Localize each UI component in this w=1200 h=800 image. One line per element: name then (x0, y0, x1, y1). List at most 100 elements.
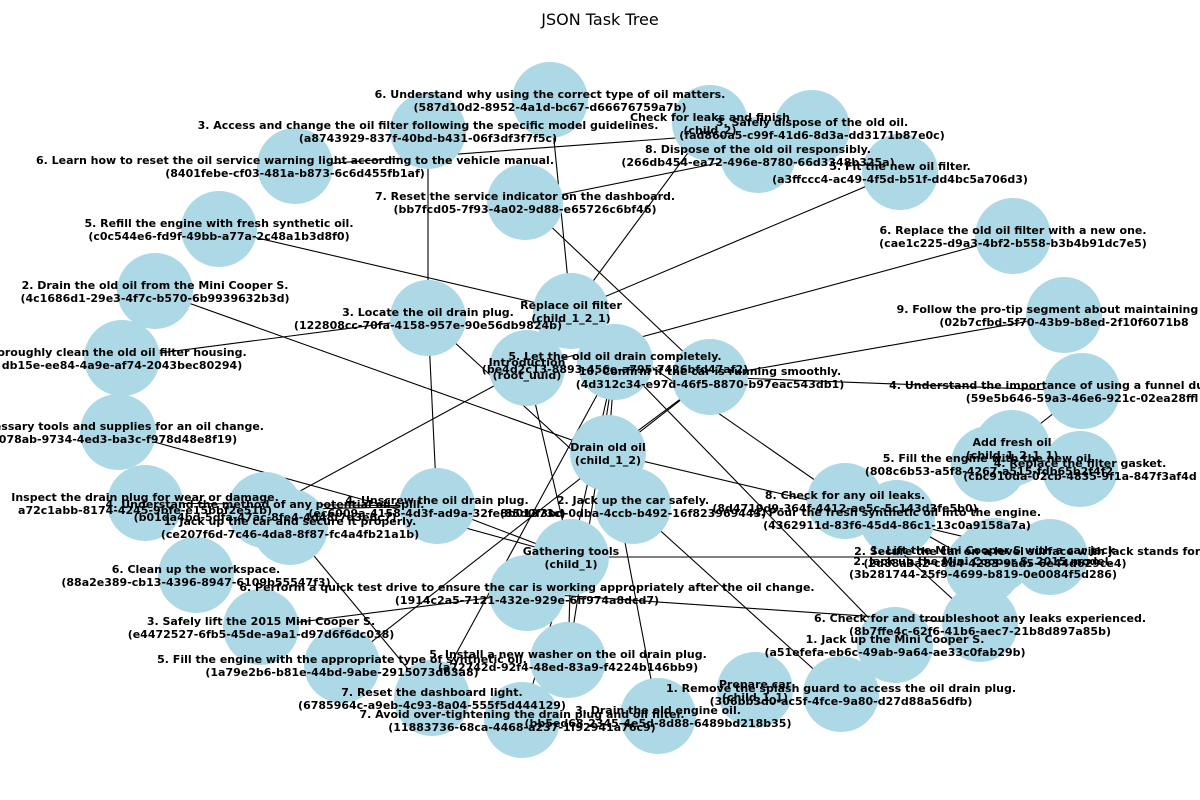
node-n_a5 (257, 128, 333, 204)
node-label-line1: 6. Learn how to reset the oil service wa… (36, 154, 554, 167)
node-label-line1: necessary tools and supplies for an oil … (0, 420, 264, 433)
node-label-line2: (306bb3d0-ac5f-4fce-9a80-d27d88a56dfb) (710, 695, 973, 708)
node-n_a1 (512, 62, 588, 138)
node-label-line1: 1. Jack up the car and secure it properl… (164, 515, 417, 528)
node-label-n_a29: 2. Jack up the Mini Cooper S, 2015 model… (849, 555, 1117, 581)
graph-labels: Introduction(root_uuid)Gathering tools(c… (0, 88, 1200, 734)
node-label-n_gather: Gathering tools(child_1) (523, 545, 620, 571)
node-label-line1: 3. Access and change the oil filter foll… (198, 119, 659, 132)
node-n_a33 (942, 586, 1018, 662)
edge-n_a11-n_a13 (121, 317, 429, 359)
node-label-line2: (1914c2a5-7121-432e-929e-6ff974a8dcd7) (395, 594, 659, 607)
node-label-line1: 6. Replace the old oil filter with a new… (879, 224, 1146, 237)
node-label-line2: (a3ffccc4-ac49-4f5d-b51f-dd4bc5a706d3) (772, 173, 1028, 186)
edge-n_replace-n_a6 (570, 171, 901, 312)
node-n_a7 (487, 164, 563, 240)
node-label-line2: (bb5ed68-2345-4e5d-8d88-6489bd218b35) (525, 717, 792, 730)
chart-title: JSON Task Tree (541, 10, 659, 29)
node-label-n_root: Introduction(root_uuid) (489, 356, 566, 382)
node-label-line2: (88a2e389-cb13-4396-8947-6109b55547f3) (61, 576, 330, 589)
node-label-line2: (266db454-ea72-496e-8780-66d3348b325a) (621, 156, 894, 169)
node-n_a36 (304, 627, 380, 703)
node-label-line1: 3. Drain the old engine oil. (575, 704, 741, 717)
node-label-n_a16: 4. Understand the importance of using a … (889, 379, 1200, 405)
node-n_a17 (80, 394, 156, 470)
edge-n_a7-n_a4 (524, 154, 759, 203)
node-label-line1: 8. Dispose of the old oil responsibly. (645, 143, 871, 156)
edge-n_a31-n_a32 (260, 592, 528, 628)
node-n_a14 (577, 324, 653, 400)
node-label-line2: (ce207f6d-7c46-4da8-8f87-fc4a4fb21a1b) (161, 528, 419, 541)
node-label-n_a27: 1. Lift the Mini Cooper S with a car jac… (863, 544, 1126, 570)
node-label-n_a10: 2. Drain the old oil from the Mini Coope… (20, 279, 289, 305)
node-label-line2: (child_1_1) (722, 691, 788, 704)
node-label-line2: (122808cc-70fa-4158-957e-90e56db9824b) (294, 319, 562, 332)
node-label-line2: (11883736-68ca-4468-a237-1f92941a76c9) (388, 721, 655, 734)
node-label-line1: 4. Replace the filter gasket. (994, 457, 1167, 470)
node-label-line1: 5. Install a new washer on the oil drain… (429, 648, 707, 661)
node-n_a32 (223, 589, 299, 665)
node-n_a4 (720, 117, 796, 193)
node-label-line1: Gathering tools (523, 545, 620, 558)
node-label-n_a4: 8. Dispose of the old oil responsibly.(2… (621, 143, 894, 169)
node-label-line1: 8. Check for any oil leaks. (765, 489, 925, 502)
edge-n_a10-n_drain (154, 290, 609, 454)
node-n_a2 (390, 93, 466, 169)
node-n_a31 (489, 555, 565, 631)
node-n_a6 (862, 134, 938, 210)
node-label-n_a22: 4. Unscrew the oil drain plug.(ec6009a-4… (309, 494, 566, 520)
node-label-n_a1: 6. Understand why using the correct type… (375, 88, 726, 114)
node-label-n_a37: 1. Remove the splash guard to access the… (666, 682, 1016, 708)
node-label-n_prepare: Prepare car(child_1_1) (719, 678, 792, 704)
node-label-line2: (be4d2c13-8893-456e-a795-7426bfd47af2) (482, 363, 748, 376)
node-label-n_a36: 5. Fill the engine with the appropriate … (157, 653, 527, 679)
node-label-line2: (2d88a3a2-c8d4-4283-9ad5-6e44d629ce4) (863, 557, 1126, 570)
node-n_a29 (945, 529, 1021, 605)
node-label-n_a31: 6. Perform a quick test drive to ensure … (239, 581, 814, 607)
node-label-line1: 3. Safely dispose of the old oil. (716, 116, 908, 129)
node-n_a13 (84, 320, 160, 396)
node-label-line2: (b01da4bd-5dfa-47ac-8fe4-4d48f7d3e6c7) (134, 511, 397, 524)
node-label-line1: Add fresh oil (972, 436, 1051, 449)
node-n_a18 (951, 426, 1027, 502)
node-label-line1: 2. Jack up the Mini Cooper S, 2015 model… (853, 555, 1112, 568)
edge-n_replace-n_check (570, 122, 711, 312)
node-label-n_a14: 5. Let the old oil drain completely.(be4… (482, 350, 748, 376)
node-label-n_a32: 3. Safely lift the 2015 Mini Cooper S.(e… (128, 615, 395, 641)
node-label-line2: (85d0f3bd-0dba-4ccb-b492-16f823969443) (500, 507, 767, 520)
node-label-line1: Check for leaks and finish (630, 111, 790, 124)
node-label-n_a19: 4. Replace the filter gasket.(cbc910da-0… (963, 457, 1196, 483)
node-label-line2: db15e-ee84-4a9e-af74-2043bec80294) (2, 359, 242, 372)
node-label-line1: Drain old oil (570, 441, 646, 454)
node-label-line1: 6. Perform a quick test drive to ensure … (239, 581, 814, 594)
edge-n_replace-n_a8 (218, 228, 572, 312)
edge-n_a15-n_a12 (709, 314, 1065, 378)
node-n_a26 (252, 489, 328, 565)
edge-n_a15-n_a16 (709, 376, 1083, 392)
edge-n_gather-n_a17 (117, 431, 572, 558)
node-label-line1: 4. Pour the fresh synthetic oil into the… (753, 506, 1041, 519)
node-n_a22 (399, 468, 475, 544)
node-label-line1: Introduction (489, 356, 566, 369)
node-label-n_a23: 2. Jack up the car safely.(85d0f3bd-0dba… (500, 494, 767, 520)
node-n_a11 (390, 280, 466, 356)
edge-n_a7-n_a15 (524, 201, 711, 378)
node-n_a9 (975, 198, 1051, 274)
node-label-line1: Inspect the drain plug for wear or damag… (11, 491, 279, 504)
edge-n_a14-n_a34 (567, 361, 616, 661)
node-label-line2: (child_1_2_1_1) (966, 449, 1058, 462)
node-n_a16 (1044, 353, 1120, 429)
edge-n_root-n_a21 (264, 367, 528, 511)
node-label-line2: (3b281744-25f9-4699-b819-0e0084f5d286) (849, 568, 1117, 581)
node-label-n_a6: 5. Fit the new oil filter.(a3ffccc4-ac49… (772, 160, 1028, 186)
node-label-line1: 4. Understand the method of any potentia… (106, 498, 425, 511)
node-label-line2: (808c6b53-a5f8-4267-a515-fdb65b2f4f2 (865, 465, 1113, 478)
node-n_a40 (484, 682, 560, 758)
node-n_a23 (595, 468, 671, 544)
node-label-n_addfresh: Add fresh oil(child_1_2_1_1) (966, 436, 1058, 462)
node-label-n_a8: 5. Refill the engine with fresh syntheti… (84, 217, 353, 243)
node-label-line2: (4c1686d1-29e3-4f7c-b570-6b9939632b3d) (20, 292, 289, 305)
node-label-line2: 078ab-9734-4ed3-ba3c-f978d48e8f19) (0, 433, 237, 446)
node-label-line1: Prepare car (719, 678, 792, 691)
node-label-line1: 1. Jack up the Mini Cooper S. (806, 633, 985, 646)
